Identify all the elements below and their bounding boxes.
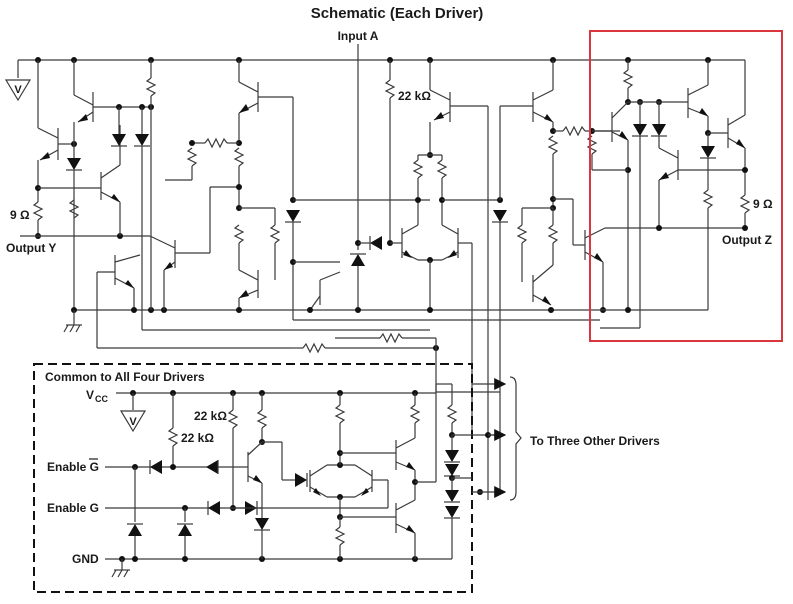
vcc-rail-top [17,59,745,78]
res-9-left-label: 9 Ω [10,208,30,222]
center-right-stage [492,60,745,490]
vcc-label: V CC [86,388,108,404]
supply-symbol-top: V [4,79,32,102]
res-9-right-label: 9 Ω [753,197,773,211]
center-left-stage [165,60,600,321]
output-z-label: Output Z [722,233,772,247]
gnd-label: GND [72,552,99,566]
res-22k-common-b-label: 22 kΩ [181,431,214,445]
output-z-stage [586,60,751,329]
svg-text:V: V [86,388,94,402]
common-block-title: Common to All Four Drivers [45,370,205,384]
output-y-label: Output Y [6,241,56,255]
enable-g-label: Enable G [47,501,99,515]
supply-symbol-common: V [129,416,137,428]
input-a-label: Input A [338,29,379,43]
common-circuit: V [105,383,500,578]
svg-text:Enable G: Enable G [47,460,99,474]
highlight-box [589,30,783,342]
to-other-drivers-arrows [472,376,522,501]
output-y-stage [20,60,600,349]
input-differential-stage: 22 kΩ [290,60,500,500]
enable-g-bar-label: Enable G [47,458,99,474]
res-22k-common-a-label: 22 kΩ [194,409,227,423]
to-three-other-drivers-label: To Three Other Drivers [530,434,660,448]
svg-text:V: V [14,84,22,96]
diagram-title: Schematic (Each Driver) [311,5,484,22]
svg-text:CC: CC [95,394,108,404]
res-22k-top-label: 22 kΩ [398,89,431,103]
